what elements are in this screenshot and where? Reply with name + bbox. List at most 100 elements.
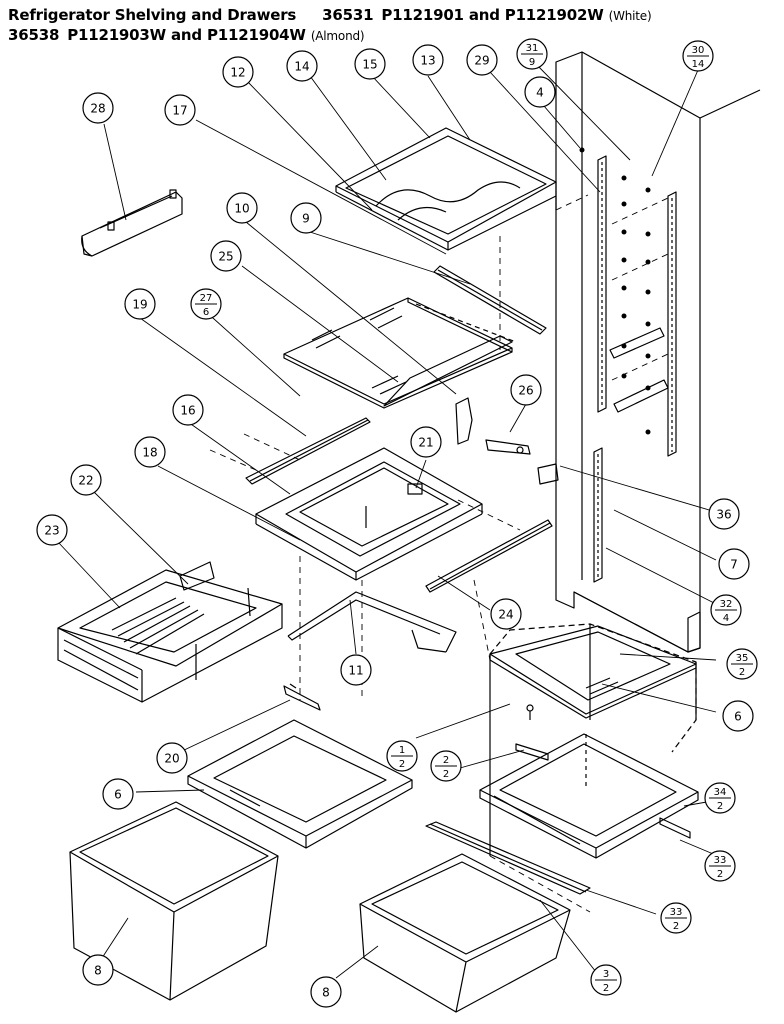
callout-circle bbox=[102, 778, 134, 810]
color-label: (White) bbox=[608, 9, 652, 23]
fraction-denominator: 2 bbox=[739, 667, 745, 678]
callout-20: 20 bbox=[156, 742, 188, 774]
callout-circle bbox=[124, 288, 156, 320]
callout-label: 4 bbox=[536, 86, 544, 100]
model-number: 36538 bbox=[8, 26, 60, 44]
callout-label: 16 bbox=[180, 404, 195, 418]
fraction-numerator: 2 bbox=[443, 755, 449, 766]
callout-14: 14 bbox=[286, 50, 318, 82]
callout-13: 13 bbox=[412, 44, 444, 76]
callout-circle bbox=[310, 976, 342, 1008]
small-fasteners bbox=[515, 704, 549, 761]
callout-18: 18 bbox=[134, 436, 166, 468]
cabinet-liner bbox=[555, 51, 761, 653]
callout-circle bbox=[36, 514, 68, 546]
callout-circle bbox=[164, 94, 196, 126]
callout-label: 23 bbox=[44, 524, 59, 538]
rail-screws bbox=[579, 147, 651, 435]
callout-circle bbox=[466, 44, 498, 76]
callout-label: 6 bbox=[114, 788, 122, 802]
alignment-lines bbox=[209, 194, 669, 913]
fraction-numerator: 32 bbox=[720, 599, 733, 610]
callout-label: 26 bbox=[518, 384, 533, 398]
callout-label: 24 bbox=[498, 608, 513, 622]
part-26-hinge bbox=[455, 397, 559, 485]
callout-16: 16 bbox=[172, 394, 204, 426]
callout-label: 9 bbox=[302, 212, 310, 226]
part-8-right-drawer bbox=[359, 853, 571, 1013]
part-11-wire-rack bbox=[287, 591, 457, 653]
callout-label: 12 bbox=[230, 66, 245, 80]
part-33-rail bbox=[425, 817, 691, 895]
callout-17: 17 bbox=[164, 94, 196, 126]
callout-label: 28 bbox=[90, 102, 105, 116]
callout-circle bbox=[708, 498, 740, 530]
callout-circle bbox=[412, 44, 444, 76]
callout-label: 7 bbox=[730, 558, 738, 572]
part-23-crisper-drawer bbox=[57, 561, 283, 703]
rail-brackets bbox=[609, 327, 669, 413]
callout-24: 24 bbox=[490, 598, 522, 630]
callout-label: 20 bbox=[164, 752, 179, 766]
fraction-callout-35-2: 352 bbox=[726, 648, 758, 680]
callout-label: 8 bbox=[94, 964, 102, 978]
callout-circle bbox=[82, 954, 114, 986]
fraction-callout-33-2: 332 bbox=[704, 850, 736, 882]
fraction-callout-32-4: 324 bbox=[710, 594, 742, 626]
callout-label: 8 bbox=[322, 986, 330, 1000]
callout-36: 36 bbox=[708, 498, 740, 530]
callout-label: 14 bbox=[294, 60, 309, 74]
callout-10: 10 bbox=[226, 192, 258, 224]
callout-circle bbox=[222, 56, 254, 88]
callout-label: 19 bbox=[132, 298, 147, 312]
model-number: 36531 bbox=[322, 6, 374, 24]
callout-circle bbox=[524, 76, 556, 108]
fraction-callout-1-2: 12 bbox=[386, 740, 418, 772]
callout-label: 13 bbox=[420, 54, 435, 68]
callout-circle bbox=[490, 598, 522, 630]
callout-label: 10 bbox=[234, 202, 249, 216]
callout-label: 18 bbox=[142, 446, 157, 460]
shelf-ladder-rail bbox=[593, 155, 677, 583]
fraction-denominator: 2 bbox=[603, 983, 609, 994]
callout-circle bbox=[718, 548, 750, 580]
callout-23: 23 bbox=[36, 514, 68, 546]
callout-circle bbox=[134, 436, 166, 468]
color-label: (Almond) bbox=[310, 29, 365, 43]
fraction-denominator: 14 bbox=[692, 59, 705, 70]
leader-lines bbox=[57, 63, 719, 979]
fraction-denominator: 2 bbox=[673, 921, 679, 932]
callout-12: 12 bbox=[222, 56, 254, 88]
callout-circle bbox=[226, 192, 258, 224]
callout-9: 9 bbox=[290, 202, 322, 234]
fraction-callout-34-2: 342 bbox=[704, 782, 736, 814]
callout-label: 21 bbox=[418, 436, 433, 450]
callout-label: 11 bbox=[348, 664, 363, 678]
callout-circle bbox=[340, 654, 372, 686]
fraction-numerator: 34 bbox=[714, 787, 727, 798]
callout-label: 22 bbox=[78, 474, 93, 488]
part-8-left-drawer bbox=[69, 801, 279, 1001]
callout-circle bbox=[722, 700, 754, 732]
callout-22: 22 bbox=[70, 464, 102, 496]
fraction-numerator: 27 bbox=[200, 293, 213, 304]
fraction-callout-3-2: 32 bbox=[590, 964, 622, 996]
callout-4: 4 bbox=[524, 76, 556, 108]
callout-8: 8 bbox=[82, 954, 114, 986]
fraction-callout-27-6: 276 bbox=[190, 288, 222, 320]
callout-11: 11 bbox=[340, 654, 372, 686]
part-28-bracket bbox=[81, 189, 183, 257]
fraction-numerator: 35 bbox=[736, 653, 749, 664]
fraction-denominator: 4 bbox=[723, 613, 729, 624]
callout-label: 6 bbox=[734, 710, 742, 724]
top-glass-shelf bbox=[335, 127, 557, 251]
callout-label: 36 bbox=[716, 508, 731, 522]
fraction-numerator: 31 bbox=[526, 43, 539, 54]
fraction-numerator: 33 bbox=[670, 907, 683, 918]
callout-19: 19 bbox=[124, 288, 156, 320]
part-25-glass-shelf bbox=[283, 297, 517, 409]
